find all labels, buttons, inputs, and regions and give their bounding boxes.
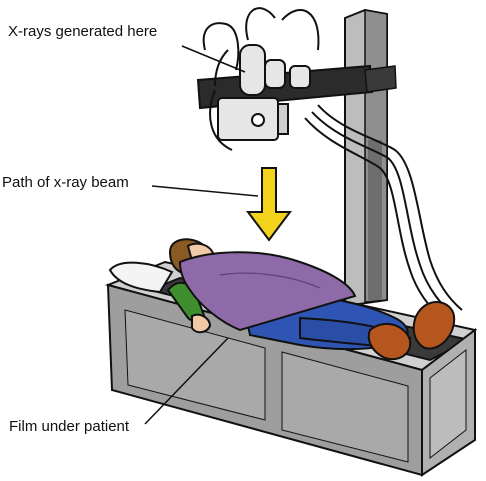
beam-label-leader: [151, 185, 259, 197]
xray-source-label: X-rays generated here: [8, 23, 158, 40]
film-label-leader: [144, 337, 229, 425]
beam-arrow: [246, 167, 292, 242]
patient: [108, 238, 456, 360]
machine-column: [344, 8, 388, 308]
xray-tube-head: [202, 22, 311, 151]
film-label: Film under patient: [9, 418, 130, 435]
beam-path-label: Path of x-ray beam: [2, 174, 129, 191]
cables: [245, 7, 463, 323]
xray-label-leader: [181, 45, 246, 73]
